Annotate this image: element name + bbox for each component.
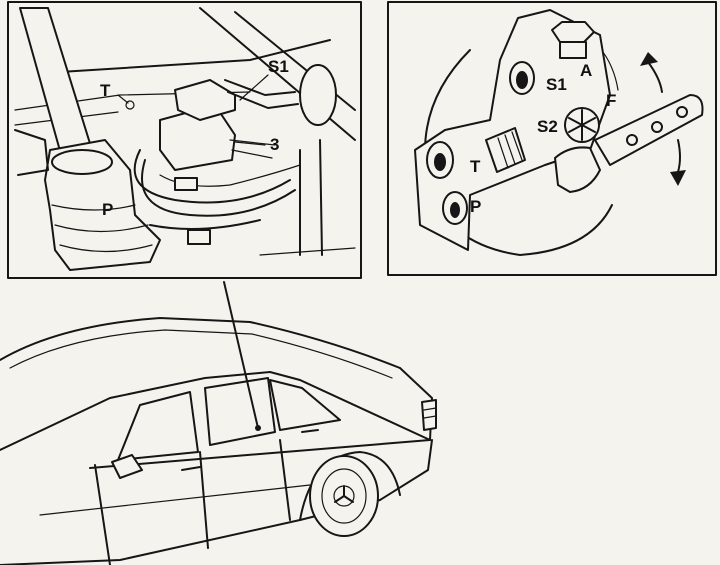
right-label-t: T <box>470 157 481 176</box>
locator-target-dot <box>255 425 261 431</box>
car-roof-inner <box>9 329 393 379</box>
car-side-mirror <box>111 454 143 479</box>
right-detail-panel: S1 A F S2 T P <box>387 1 717 276</box>
arrow-down-shaft <box>677 139 681 173</box>
leader-s1 <box>239 74 269 101</box>
line-3-b <box>231 149 273 159</box>
right-label-a: A <box>580 61 592 80</box>
pump-top-cap <box>51 149 113 175</box>
hose-1 <box>133 149 291 204</box>
car-wheel-arch <box>299 451 401 521</box>
arrow-down-head <box>670 170 686 186</box>
car-front-door-handle <box>181 466 201 471</box>
bay-side-wall <box>299 139 323 256</box>
bolt-head-a <box>551 21 595 43</box>
arrow-up-head <box>640 52 658 66</box>
car-body-crease <box>39 484 311 516</box>
fitting-s2-nut <box>485 127 526 173</box>
hose-4 <box>149 219 261 230</box>
car-rear-door-handle <box>301 429 319 433</box>
car-rear-door-edge <box>279 439 291 521</box>
car-beltline <box>0 371 431 451</box>
bolt-shank-a <box>559 41 587 59</box>
left-detail-panel: T S1 3 P <box>7 1 362 279</box>
lever-hole-1 <box>626 134 638 146</box>
bay-floor-line <box>259 247 356 256</box>
line-3-a <box>229 139 276 146</box>
car-taillight-segments <box>423 407 437 419</box>
hose-clamp <box>174 177 198 191</box>
pump-ribs <box>51 204 153 253</box>
locator-pointer-line <box>223 281 259 429</box>
left-label-3: 3 <box>270 135 279 154</box>
left-label-p: P <box>102 200 113 219</box>
lever-hole-3 <box>676 106 688 118</box>
right-label-f: F <box>606 91 616 110</box>
leader-3 <box>234 141 266 146</box>
bay-top-rail <box>59 39 331 73</box>
fitting-t <box>125 100 135 110</box>
leader-t <box>117 94 129 104</box>
car-shoulder-line <box>89 439 431 469</box>
port-t-hole <box>434 153 446 171</box>
car-quarter-window <box>269 379 341 431</box>
car-front-door-edge <box>94 464 111 565</box>
connector-plug <box>187 229 211 245</box>
car-b-pillar-line <box>199 451 209 549</box>
line-s1-b <box>227 91 299 109</box>
lever-arm <box>594 94 704 166</box>
car-rear-window <box>204 377 276 446</box>
lever-hole-2 <box>651 121 663 133</box>
car-illustration <box>0 317 437 565</box>
fitting-s2-threads <box>497 131 523 169</box>
hose-2 <box>141 159 296 217</box>
car-emblem-star <box>334 485 354 503</box>
car-taillight <box>421 399 437 431</box>
left-label-s1: S1 <box>268 57 289 76</box>
right-label-s2: S2 <box>537 117 558 136</box>
right-label-s1: S1 <box>546 75 567 94</box>
line-s1-a <box>224 79 296 96</box>
valve-block-top <box>174 79 236 121</box>
right-label-p: P <box>470 197 481 216</box>
bay-mount-round <box>299 64 337 126</box>
port-p-hole <box>450 202 460 218</box>
pump-bracket <box>14 129 49 176</box>
port-f-star <box>568 109 596 141</box>
car-hubcap <box>321 468 367 524</box>
port-s1-hole <box>516 71 528 89</box>
lever-hub <box>554 146 601 193</box>
car-rocker <box>0 519 301 565</box>
arrow-up-shaft <box>647 61 663 93</box>
car-front-window <box>117 391 199 461</box>
car-roof-edge <box>0 317 401 369</box>
left-label-t: T <box>100 81 111 100</box>
